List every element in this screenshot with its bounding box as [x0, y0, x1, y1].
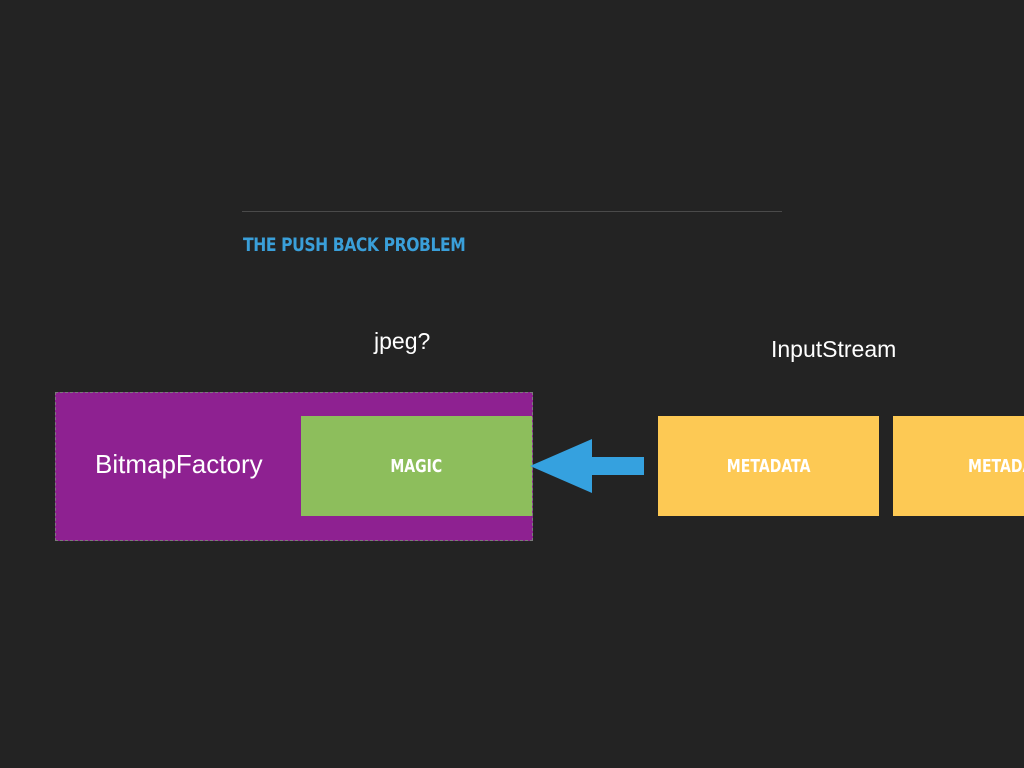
- left-arrow-icon: [530, 439, 644, 493]
- input-stream-label: InputStream: [771, 336, 897, 362]
- jpeg-question-label: jpeg?: [374, 328, 431, 354]
- slide-title: THE PUSH BACK PROBLEM: [243, 234, 466, 256]
- metadata-block-label: METADATA: [968, 455, 1024, 477]
- bitmap-factory-label: BitmapFactory: [95, 449, 263, 479]
- magic-block: MAGIC: [301, 416, 532, 516]
- metadata-block: METADATA: [893, 416, 1024, 516]
- magic-block-label: MAGIC: [390, 455, 443, 477]
- metadata-block-label: METADATA: [726, 455, 811, 477]
- title-divider: [242, 211, 782, 212]
- metadata-block: METADATA: [658, 416, 879, 516]
